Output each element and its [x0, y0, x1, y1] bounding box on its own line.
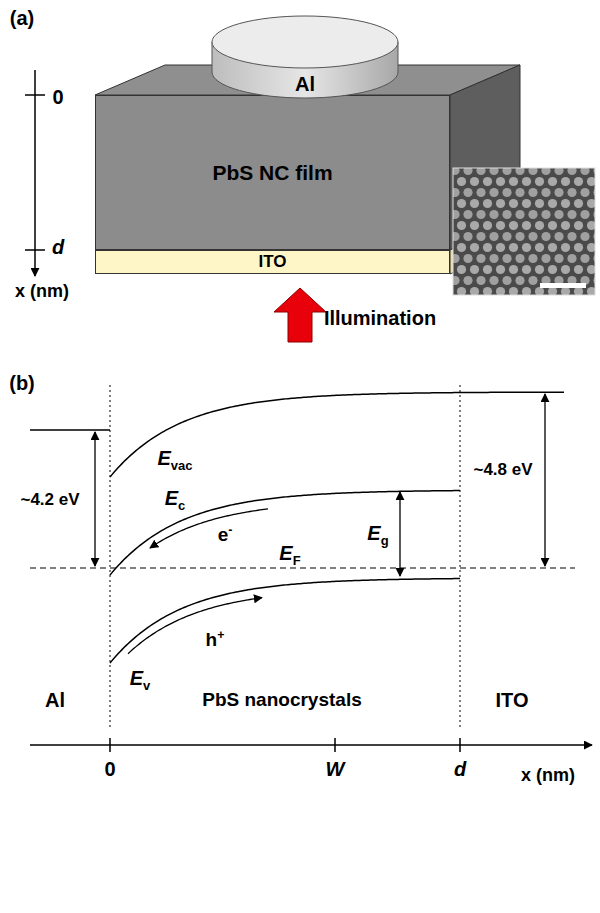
- energy-level: Ec: [165, 487, 186, 513]
- ito-layer: ITO: [95, 250, 450, 274]
- axis-title: x (nm): [521, 766, 575, 786]
- energy-value: ~4.2 eV: [20, 491, 79, 510]
- energy-level: Eg: [367, 522, 388, 548]
- panel-letter: (a): [10, 7, 34, 29]
- axis-tick: 0: [52, 86, 63, 108]
- panel-letter: (b): [9, 372, 35, 394]
- axis-tick: 0: [104, 758, 115, 780]
- axis-tick: d: [52, 236, 64, 258]
- region-label: PbS nanocrystals: [202, 690, 361, 711]
- illumination-arrow: [274, 288, 326, 342]
- band-diagram: [30, 385, 592, 752]
- sem-inset: [453, 168, 595, 295]
- energy-value: ~4.8 eV: [473, 461, 532, 480]
- axis-tick: W: [326, 758, 345, 780]
- node-label: PbS NC film: [212, 161, 332, 185]
- energy-level: Ev: [130, 667, 151, 693]
- energy-level: EF: [279, 542, 300, 568]
- carrier-label: e-: [218, 524, 233, 546]
- region-label: Al: [45, 689, 65, 711]
- al-electrode: Al: [210, 14, 400, 102]
- node-label: Al: [295, 73, 315, 96]
- depth-axis: [25, 70, 45, 276]
- illumination-label: Illumination: [324, 307, 436, 329]
- region-label: ITO: [496, 689, 529, 711]
- axis-tick: d: [454, 758, 466, 780]
- energy-level: Evac: [157, 447, 192, 473]
- nanocrystal-film: PbS NC film: [95, 95, 450, 250]
- carrier-label: h+: [206, 629, 225, 651]
- axis-title: x (nm): [15, 282, 69, 302]
- node-label: ITO: [258, 252, 286, 272]
